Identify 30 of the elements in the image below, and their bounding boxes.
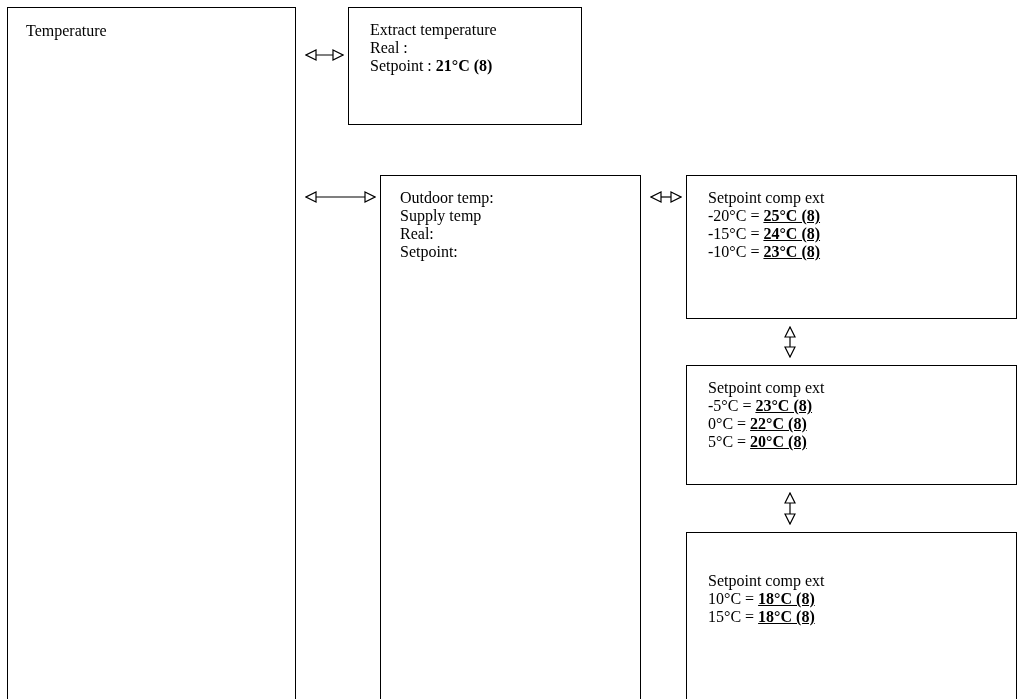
panel-heading: Setpoint comp ext [708,379,826,397]
text-line: -15°C = 24°C (8) [708,225,822,243]
panel-heading: Outdoor temp: [400,189,495,207]
double-arrow [305,49,344,61]
text-line: 10°C = 18°C (8) [708,590,816,608]
text-line: 15°C = 18°C (8) [708,608,816,626]
panel-box [686,365,1017,485]
panel-heading: Temperature [26,22,108,40]
text-line: Setpoint : 21°C (8) [370,57,494,75]
panel-box [686,175,1017,319]
text-line: Real : [370,39,409,57]
double-arrow [784,326,796,358]
text-line: -10°C = 23°C (8) [708,243,822,261]
panel-box [7,7,296,699]
text-line: Real: [400,225,435,243]
text-line: 5°C = 20°C (8) [708,433,808,451]
text-line: -20°C = 25°C (8) [708,207,822,225]
panel-box [380,175,641,699]
double-arrow [650,191,682,203]
panel-heading: Setpoint comp ext [708,189,826,207]
text-line: Setpoint: [400,243,459,261]
panel-heading: Extract temperature [370,21,498,39]
panel-box [686,532,1017,699]
panel-heading: Setpoint comp ext [708,572,826,590]
double-arrow [784,492,796,525]
double-arrow [305,191,376,203]
text-line: -5°C = 23°C (8) [708,397,814,415]
text-line: 0°C = 22°C (8) [708,415,808,433]
panel-box [348,7,582,125]
text-line: Supply temp [400,207,483,225]
